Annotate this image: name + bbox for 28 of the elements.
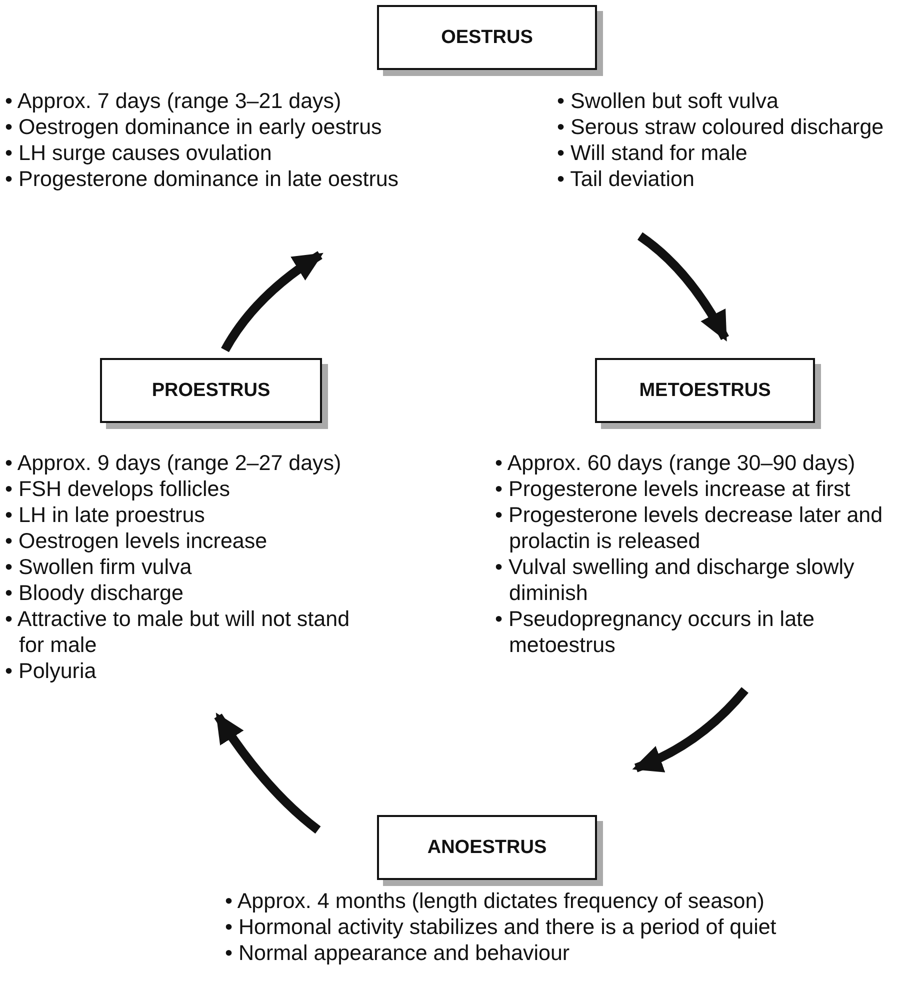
bullet-item: • Normal appearance and behaviour bbox=[225, 940, 571, 966]
bullet-item: • Polyuria bbox=[5, 658, 98, 684]
bullet-item: • Hormonal activity stabilizes and there is a period of quiet bbox=[225, 914, 778, 940]
bullet-item: • Serous straw coloured discharge bbox=[557, 114, 885, 140]
bullet-item: • Progesterone levels decrease later and prolactin is released bbox=[495, 502, 884, 554]
bullet-item: • Oestrogen levels increase bbox=[5, 528, 268, 554]
arrow bbox=[632, 687, 748, 772]
bullet-item: • Vulval swelling and discharge slowly diminish bbox=[495, 554, 856, 606]
bullet-item: • Attractive to male but will not stand for male bbox=[5, 606, 351, 658]
bullet-item: • LH in late proestrus bbox=[5, 502, 206, 528]
bullet-item: • Swollen firm vulva bbox=[5, 554, 193, 580]
bullet-item: • Approx. 9 days (range 2–27 days) bbox=[5, 450, 342, 476]
bullet-item: • Bloody discharge bbox=[5, 580, 184, 606]
bullet-item: • Will stand for male bbox=[557, 140, 748, 166]
bullet-item: • Progesterone levels increase at first bbox=[495, 476, 852, 502]
bullet-item: • Progesterone dominance in late oestrus bbox=[5, 166, 400, 192]
bullet-item: • Tail deviation bbox=[557, 166, 696, 192]
bullet-item: • Approx. 4 months (length dictates frequency of season) bbox=[225, 888, 766, 914]
bullet-item: • FSH develops follicles bbox=[5, 476, 232, 502]
bullet-item: • Pseudopregnancy occurs in late metoestrus bbox=[495, 606, 816, 658]
bullet-item: • Approx. 7 days (range 3–21 days) bbox=[5, 88, 342, 114]
arrow bbox=[637, 232, 729, 342]
arrow bbox=[214, 712, 321, 834]
bullet-item: • Oestrogen dominance in early oestrus bbox=[5, 114, 383, 140]
arrow bbox=[221, 251, 324, 352]
bullet-item: • Approx. 60 days (range 30–90 days) bbox=[495, 450, 856, 476]
bullet-item: • LH surge causes ovulation bbox=[5, 140, 273, 166]
bullet-item: • Swollen but soft vulva bbox=[557, 88, 780, 114]
